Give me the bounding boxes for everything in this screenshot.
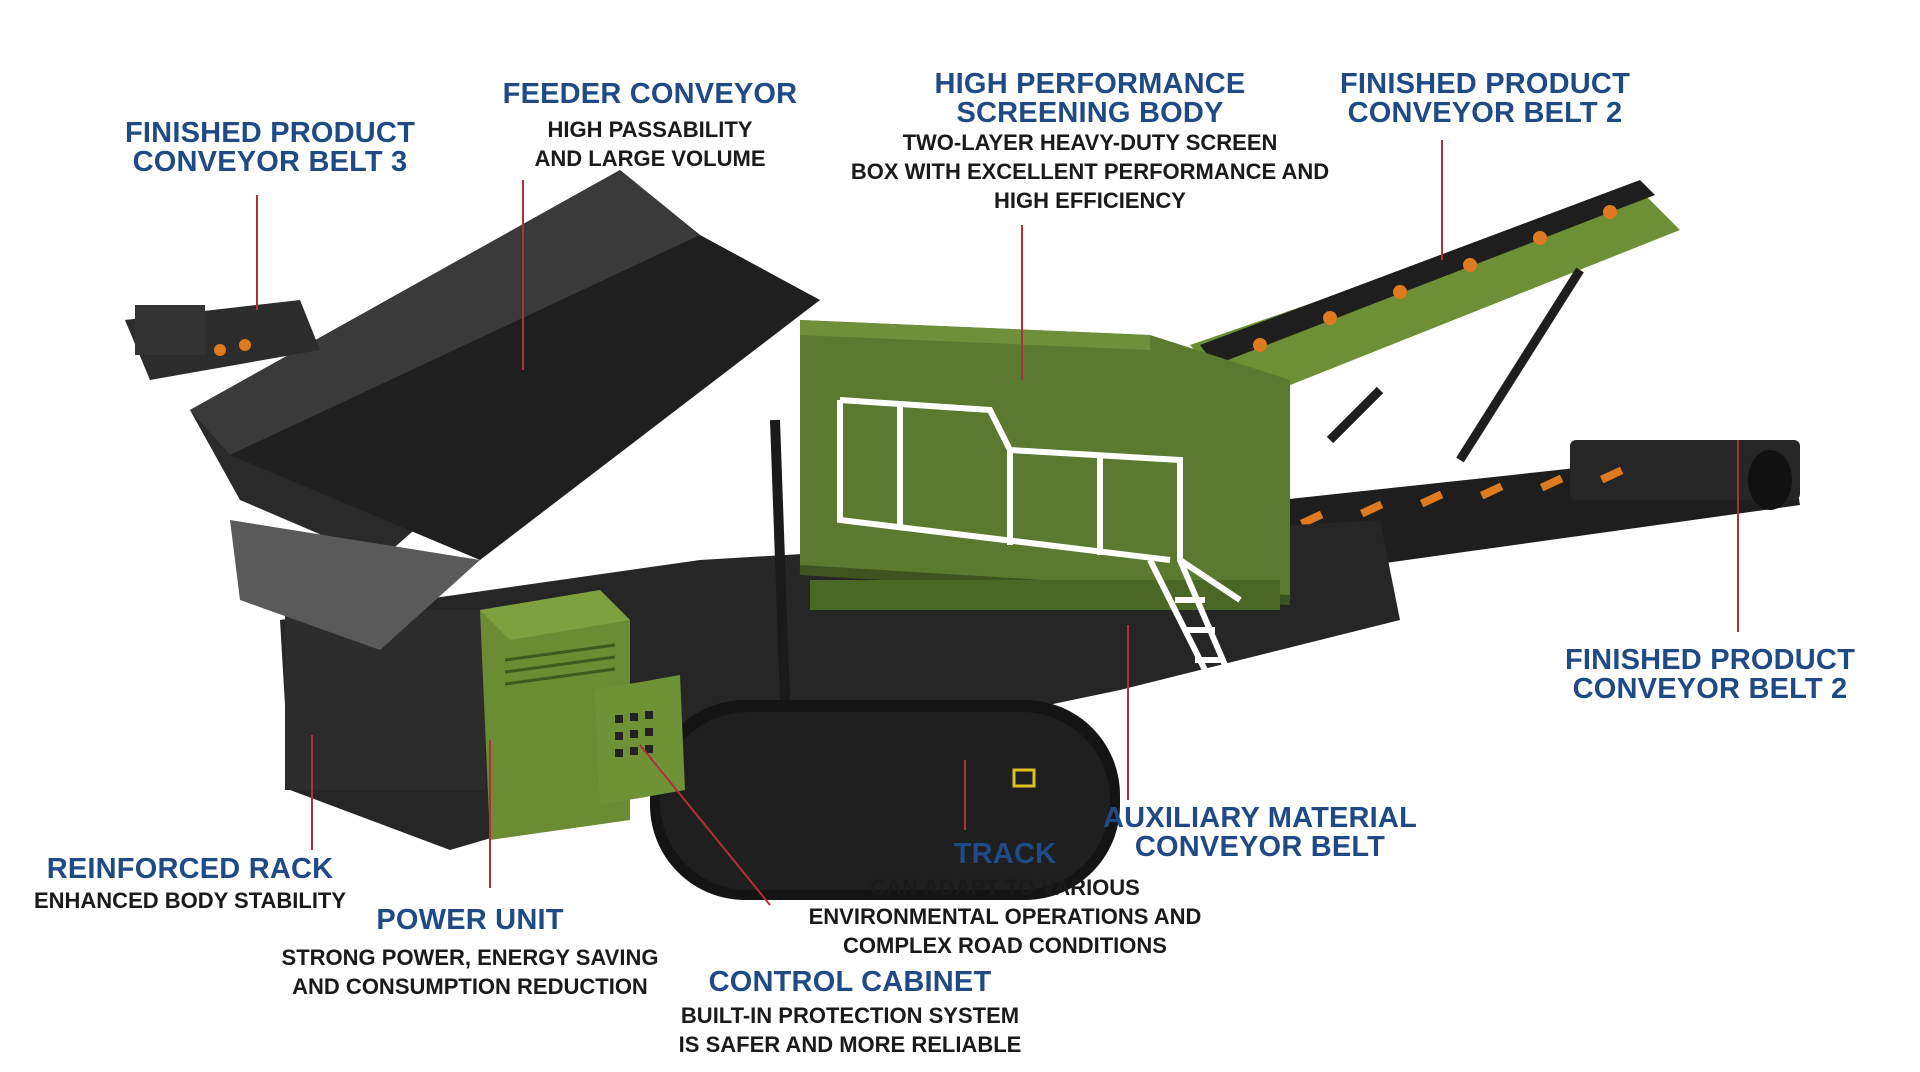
conveyor-belt-2-lower [1280, 440, 1800, 575]
screening-body [799, 320, 1291, 610]
callout-description: BUILT-IN PROTECTION SYSTEM IS SAFER AND … [678, 1003, 1022, 1057]
callout-title: TRACK [953, 838, 1057, 870]
conveyor-belt-2-upper [1190, 180, 1680, 463]
callout-feeder-conveyor: FEEDER CONVEYOR HIGH PASSABILITY AND LAR… [470, 80, 830, 173]
power-unit [480, 590, 630, 840]
callout-description: CAN ADAPT TO VARIOUS ENVIRONMENTAL OPERA… [808, 875, 1202, 958]
callout-title: FINISHED PRODUCT CONVEYOR BELT 2 [1340, 68, 1630, 129]
callout-description: HIGH PASSABILITY AND LARGE VOLUME [534, 117, 766, 171]
callout-track: TRACK CAN ADAPT TO VARIOUS ENVIRONMENTAL… [780, 840, 1230, 960]
callout-title: FINISHED PRODUCT CONVEYOR BELT 3 [125, 117, 415, 178]
callout-title: FINISHED PRODUCT CONVEYOR BELT 2 [1565, 644, 1855, 705]
hydraulic-cylinder [770, 419, 790, 701]
callout-finished-product-belt-2-right: FINISHED PRODUCT CONVEYOR BELT 2 [1545, 646, 1875, 704]
conveyor-belt-3 [125, 300, 320, 380]
callout-description: ENHANCED BODY STABILITY [33, 888, 347, 913]
callout-power-unit: POWER UNIT STRONG POWER, ENERGY SAVING A… [260, 906, 680, 1001]
callout-title: POWER UNIT [376, 904, 564, 936]
callout-finished-product-belt-2-top: FINISHED PRODUCT CONVEYOR BELT 2 [1320, 70, 1650, 128]
callout-auxiliary-belt: AUXILIARY MATERIAL CONVEYOR BELT [1090, 804, 1430, 862]
callout-reinforced-rack: REINFORCED RACK ENHANCED BODY STABILITY [10, 855, 370, 915]
callout-title: REINFORCED RACK [46, 853, 334, 885]
callout-description: TWO-LAYER HEAVY-DUTY SCREEN BOX WITH EXC… [850, 130, 1330, 213]
callout-title: HIGH PERFORMANCE SCREENING BODY [934, 68, 1246, 129]
feeder-conveyor [190, 170, 820, 650]
callout-title: CONTROL CABINET [708, 966, 992, 998]
callout-title: AUXILIARY MATERIAL CONVEYOR BELT [1102, 802, 1417, 863]
walkway-railing [837, 397, 1243, 702]
callout-control-cabinet: CONTROL CABINET BUILT-IN PROTECTION SYST… [650, 968, 1050, 1059]
leader-lines [256, 140, 1739, 906]
control-cabinet [595, 675, 685, 805]
callout-finished-product-belt-3: FINISHED PRODUCT CONVEYOR BELT 3 [110, 119, 430, 177]
callout-description: STRONG POWER, ENERGY SAVING AND CONSUMPT… [281, 945, 659, 999]
callout-screening-body: HIGH PERFORMANCE SCREENING BODY TWO-LAYE… [790, 70, 1390, 215]
track [650, 700, 1120, 900]
callout-title: FEEDER CONVEYOR [502, 78, 798, 110]
